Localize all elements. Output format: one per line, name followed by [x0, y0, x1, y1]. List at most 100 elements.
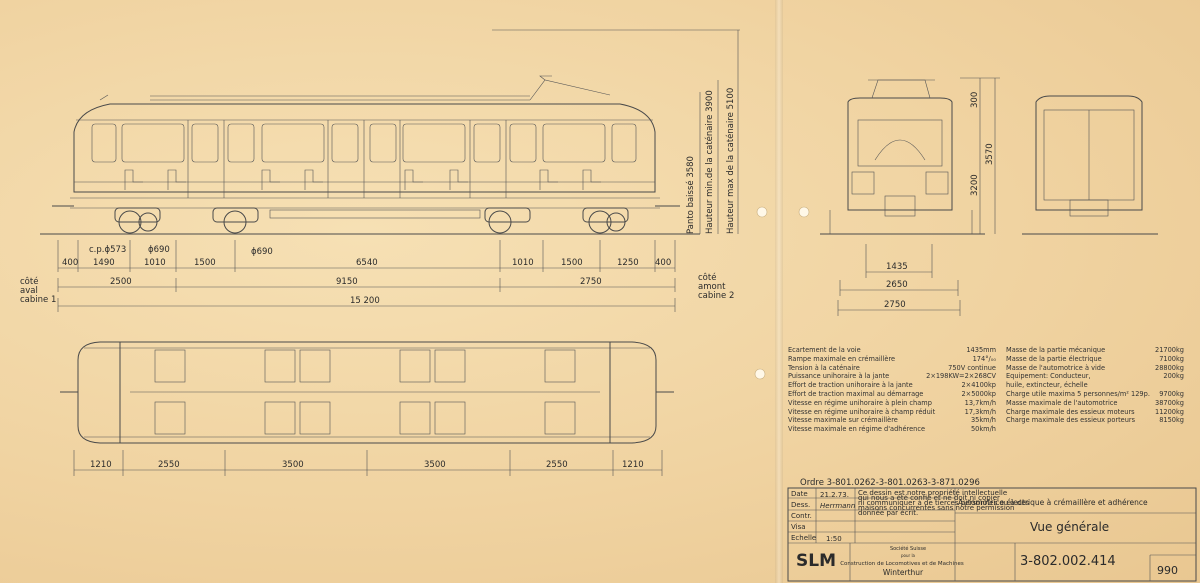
catenary-max-label: Hauteur max de la caténaire 5100 [725, 88, 736, 234]
spec-label: huile, extincteur, échelle [1006, 381, 1088, 390]
spec-value: 28800kg [1155, 363, 1184, 372]
dimension-row-3: 15 200 [57, 296, 676, 312]
spec-value: 35km/h [970, 416, 996, 425]
bogies [114, 207, 629, 234]
spec-label: Masse de la partie électrique [1006, 354, 1102, 363]
spec-value: 13,7km/h [964, 398, 996, 407]
date-label: Date [791, 490, 808, 498]
punch-hole [756, 206, 768, 218]
dim-1250: 1250 [617, 258, 639, 268]
visa-label: Visa [791, 523, 806, 531]
punch-hole [754, 368, 766, 380]
spec-value: 2×5000kp [961, 389, 996, 398]
spec-label: Vitesse maximale sur crémaillère [788, 416, 898, 425]
spec-value: 38700kg [1155, 398, 1184, 407]
end-view-section [1022, 95, 1158, 235]
spec-label: Effort de traction unihoraire à la jante [788, 381, 913, 390]
spec-label: Vitesse maximale en régime d'adhérence [788, 425, 926, 434]
spec-row: Rampe maximale en crémaillère 174°/₀₀ [788, 355, 996, 364]
spec-label: Equipement: Conducteur, [1006, 372, 1091, 381]
plan-dim-3500-left: 3500 [282, 460, 304, 470]
spec-value: 9700kg [1159, 389, 1184, 398]
end-view-dimensions: 300 3200 3570 1435 2650 2750 [837, 77, 1000, 316]
notice-line-4: maisons concurrentes sans notre permissi… [858, 504, 1014, 512]
spec-value: 750V continue [948, 363, 996, 372]
title-block: Ordre 3-801.0262-3-801.0263-3-871.0296 D… [787, 478, 1197, 582]
plan-dim-2550-right: 2550 [546, 460, 568, 470]
spec-value: 174°/₀₀ [972, 354, 996, 363]
sheet-number: 990 [1157, 564, 1178, 577]
spec-value: 2×4100kp [961, 381, 996, 390]
spec-value: 8150kg [1159, 416, 1184, 425]
spec-row: Vitesse maximale en régime d'adhérence 50… [788, 425, 996, 434]
dess-label: Dess. [791, 501, 810, 509]
dimension-row-2: 2500 9150 2750 [57, 277, 676, 292]
spec-value: 1435mm [966, 346, 996, 354]
side-view: Panto baissé 3580 Hauteur min.de la caté… [20, 29, 740, 312]
spec-value: 50km/h [970, 425, 996, 434]
right-side-label-2: amont [698, 282, 726, 292]
end-view-front [820, 79, 985, 235]
plan-dim-3500-right: 3500 [424, 460, 446, 470]
paper-fold [775, 0, 783, 583]
spec-label: Effort de traction maximal au démarrage [788, 389, 924, 398]
right-side-label-3: cabine 2 [698, 291, 734, 301]
date-value: 21.2.73. [820, 491, 849, 499]
spec-label: Charge maximale des essieux porteurs [1006, 416, 1136, 425]
view-title: Vue générale [1030, 520, 1109, 534]
end-dim-2650: 2650 [886, 280, 908, 290]
notice-line-5: donnée par écrit. [858, 509, 918, 517]
seats [124, 169, 601, 190]
pantograph [99, 75, 611, 101]
dim-400-left: 400 [62, 258, 78, 268]
dim-15200: 15 200 [350, 296, 380, 306]
notice-line-1: Ce dessin est notre propriété intellectu… [858, 489, 1007, 497]
spec-label: Puissance unihoraire à la jante [788, 372, 890, 381]
order-numbers: Ordre 3-801.0262-3-801.0263-3-871.0296 [800, 478, 980, 488]
end-dim-2750: 2750 [884, 300, 906, 310]
dim-9150: 9150 [336, 277, 358, 287]
panto-height-label: Panto baissé 3580 [685, 156, 696, 234]
dim-1010-right: 1010 [512, 258, 534, 268]
spec-label: Masse maximale de l'automotrice [1006, 398, 1118, 407]
spec-row: Effort de traction unihoraire à la jante… [788, 381, 996, 390]
left-side-label-3: cabine 1 [20, 295, 56, 305]
spec-label: Masse de l'automotrice à vide [1006, 363, 1106, 372]
notice-line-3: ni communiquer à de tierces personnes ou… [858, 499, 1030, 507]
dim-400-right: 400 [655, 258, 671, 268]
slm-logo: SLM [796, 551, 836, 571]
wheel-label-cp: c.p.ϕ573 [89, 245, 126, 255]
dess-value: Herrmann [820, 502, 855, 510]
plan-body [77, 341, 657, 444]
drawing-subject: Automotrice électrique à crémaillère et … [958, 498, 1148, 507]
dim-1500-right: 1500 [561, 258, 583, 268]
left-side-label-2: aval [20, 286, 38, 296]
punch-hole [798, 206, 810, 218]
echelle-label: Echelle [791, 534, 816, 542]
spec-value: 21700kg [1155, 346, 1184, 354]
spec-label: Rampe maximale en crémaillère [788, 354, 896, 363]
spec-row: Vitesse maximale sur crémaillère 35km/h [788, 416, 996, 425]
car-body [73, 103, 656, 193]
spec-value: 11200kg [1155, 407, 1184, 416]
spec-row: Charge maximale des essieux porteurs 8150… [1006, 416, 1184, 425]
dim-1490: 1490 [93, 258, 115, 268]
spec-row: Effort de traction maximal au démarrage 2… [788, 390, 996, 399]
side-doors [187, 120, 507, 198]
contr-label: Contr. [791, 512, 812, 520]
spec-row: Charge utile maxima 5 personnes/m² 129p.… [1006, 390, 1184, 399]
company-line-3: Construction de Locomotives et de Machin… [840, 561, 964, 567]
catenary-min-label: Hauteur min.de la caténaire 3900 [704, 90, 715, 234]
spec-row: Masse de l'automotrice à vide 28800kg [1006, 364, 1184, 373]
plan-dimensions: 1210 2550 3500 3500 2550 1210 [73, 450, 663, 476]
spec-label: Charge utile maxima 5 personnes/m² 129p. [1006, 389, 1150, 398]
echelle-value: 1:50 [826, 535, 842, 543]
dim-2500: 2500 [110, 277, 132, 287]
